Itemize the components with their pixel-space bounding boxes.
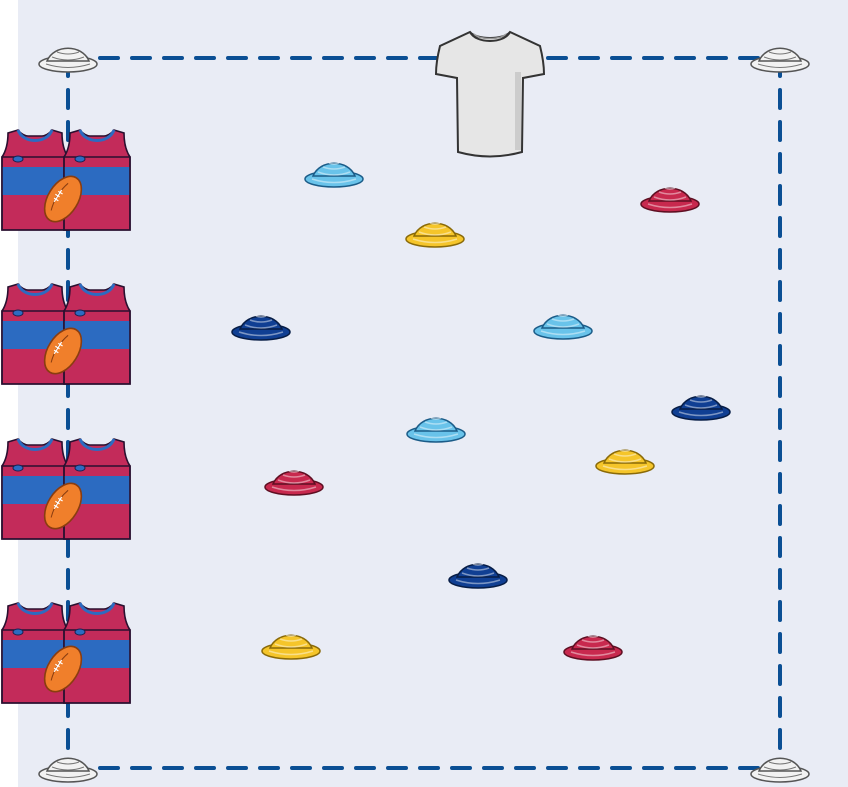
field-area: [18, 0, 848, 787]
